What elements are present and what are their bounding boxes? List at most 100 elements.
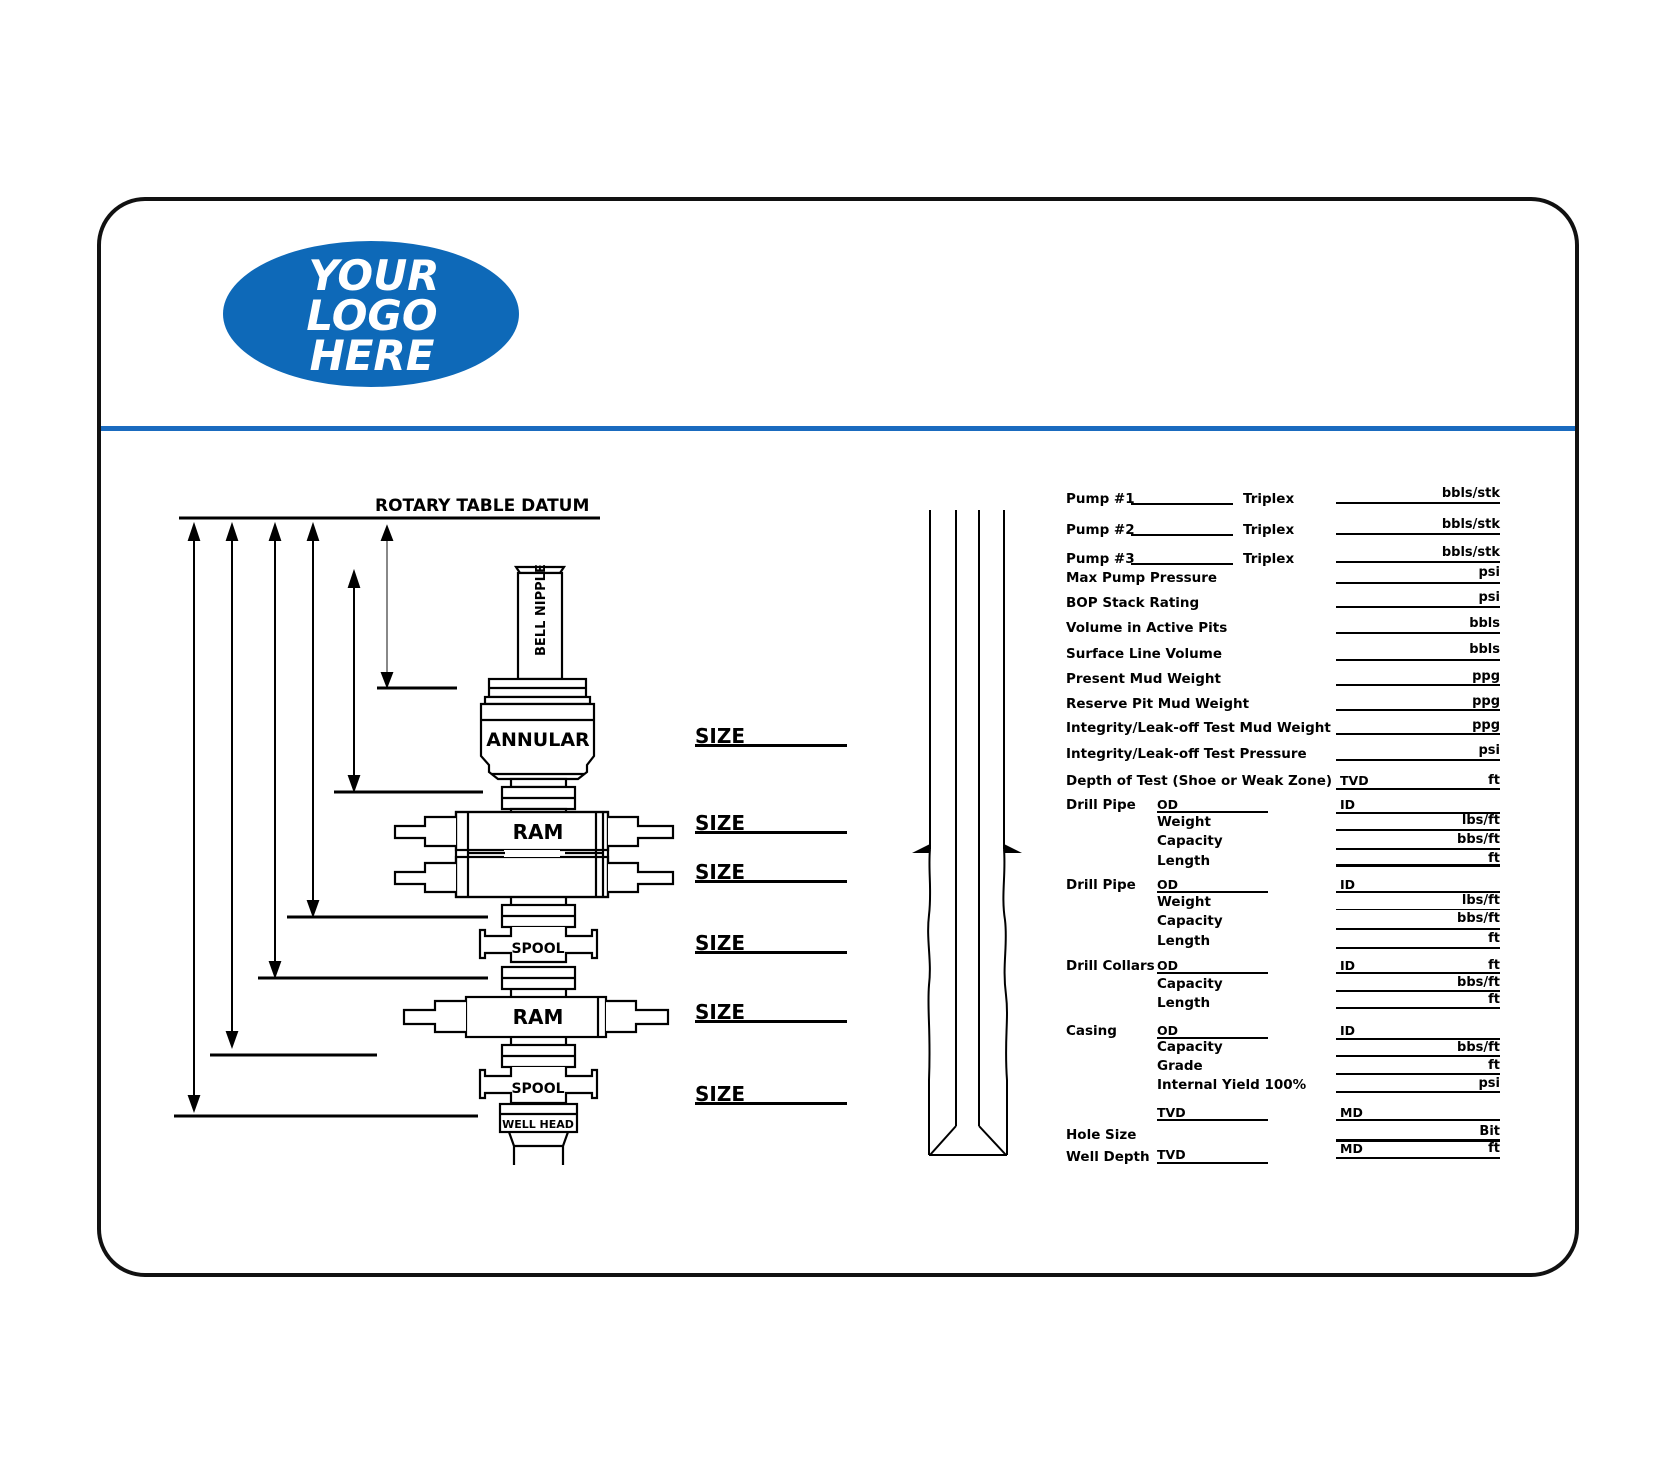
upper-ram-size-field[interactable] <box>695 831 847 834</box>
drill-pipe-1-capacity-unit: bbs/ft <box>1457 832 1500 847</box>
pump-1-unit: bbls/stk <box>1441 486 1500 501</box>
annular-size-field[interactable] <box>695 744 847 747</box>
casing-internal-yield-unit: psi <box>1478 1076 1501 1091</box>
drill-pipe-1-length-label: Length <box>1157 853 1211 869</box>
active-pits-volume-field[interactable] <box>1336 632 1500 634</box>
casing-id-label: ID <box>1340 1023 1356 1038</box>
drill-pipe-2-od-label: OD <box>1157 877 1179 892</box>
well-depth-tvd-label: TVD <box>1157 1147 1186 1162</box>
drill-collars-id-field[interactable] <box>1336 972 1500 974</box>
leakoff-pressure-unit: psi <box>1478 743 1501 758</box>
casing-tvd-field[interactable] <box>1157 1119 1268 1121</box>
leakoff-pressure-label: Integrity/Leak-off Test Pressure <box>1066 746 1307 762</box>
drill-collars-capacity-unit: bbs/ft <box>1457 975 1500 990</box>
drill-collars-length-field[interactable] <box>1336 1007 1500 1009</box>
pump-1-output-field[interactable] <box>1336 502 1500 504</box>
drill-pipe-2-od-field[interactable] <box>1157 891 1268 893</box>
pump-2-output-field[interactable] <box>1336 533 1500 535</box>
well-depth-unit: ft <box>1488 1141 1500 1156</box>
surface-line-volume-field[interactable] <box>1336 659 1500 661</box>
bop-stack-rating-label: BOP Stack Rating <box>1066 595 1200 611</box>
drill-collars-capacity-label: Capacity <box>1157 976 1223 992</box>
reserve-pit-mud-weight-label: Reserve Pit Mud Weight <box>1066 696 1250 712</box>
casing-od-label: OD <box>1157 1023 1179 1038</box>
pump-1-field[interactable] <box>1131 503 1233 505</box>
casing-id-field[interactable] <box>1336 1038 1500 1040</box>
casing-od-field[interactable] <box>1157 1037 1268 1039</box>
casing-internal-yield-label: Internal Yield 100% <box>1157 1077 1307 1093</box>
lower-ram-label: RAM <box>513 1005 564 1029</box>
drill-pipe-2-capacity-label: Capacity <box>1157 913 1223 929</box>
pump-3-field[interactable] <box>1131 563 1233 565</box>
bop-stack-rating-field[interactable] <box>1336 606 1500 608</box>
drill-pipe-1-capacity-field[interactable] <box>1336 848 1500 850</box>
leakoff-mud-weight-unit: ppg <box>1472 718 1500 733</box>
drill-collars-od-field[interactable] <box>1157 972 1268 974</box>
casing-grade-field[interactable] <box>1336 1073 1500 1075</box>
casing-capacity-label: Capacity <box>1157 1039 1223 1055</box>
upper-ram-label: RAM <box>513 820 564 844</box>
hole-size-field[interactable] <box>1336 1139 1500 1142</box>
annular-label: ANNULAR <box>486 729 590 751</box>
drill-pipe-1-id-label: ID <box>1340 797 1356 812</box>
pump-3-output-field[interactable] <box>1336 561 1500 563</box>
drill-pipe-2-id-label: ID <box>1340 877 1356 892</box>
pump-2-field[interactable] <box>1131 534 1233 536</box>
drill-pipe-1-label: Drill Pipe <box>1066 797 1136 813</box>
upper-spool-size-field[interactable] <box>695 951 847 954</box>
drill-collars-capacity-field[interactable] <box>1336 990 1500 992</box>
drill-pipe-2-length-field[interactable] <box>1336 947 1500 949</box>
drill-pipe-2-id-field[interactable] <box>1336 891 1500 893</box>
lower-spool-size-field[interactable] <box>695 1102 847 1105</box>
surface-line-volume-unit: bbls <box>1469 642 1500 657</box>
present-mud-weight-field[interactable] <box>1336 684 1500 686</box>
lower-upper-ram-size-field[interactable] <box>695 880 847 883</box>
depth-arrows <box>187 521 394 1113</box>
reserve-pit-mud-weight-unit: ppg <box>1472 694 1500 709</box>
logo-line-1: YOUR <box>308 251 439 300</box>
hole-size-unit: Bit <box>1479 1124 1500 1139</box>
logo-line-2: LOGO <box>306 291 437 340</box>
drill-pipe-2-capacity-field[interactable] <box>1336 928 1500 930</box>
pump-2-unit: bbls/stk <box>1441 517 1500 532</box>
lower-spool-label: SPOOL <box>511 1081 564 1097</box>
casing-internal-yield-field[interactable] <box>1336 1091 1500 1093</box>
drill-pipe-1-weight-unit: lbs/ft <box>1461 813 1500 828</box>
drill-pipe-1-weight-field[interactable] <box>1336 829 1500 831</box>
drill-collars-id-unit: ft <box>1488 958 1500 973</box>
pump-2-label: Pump #2 <box>1066 522 1135 538</box>
casing-capacity-unit: bbs/ft <box>1457 1040 1500 1055</box>
drill-pipe-1-od-label: OD <box>1157 797 1179 812</box>
drill-pipe-1-length-field[interactable] <box>1336 864 1500 867</box>
casing-md-label: MD <box>1340 1105 1363 1120</box>
drill-collars-length-label: Length <box>1157 995 1211 1011</box>
well-depth-tvd-field[interactable] <box>1157 1162 1268 1164</box>
wellbore-schematic <box>927 510 1008 1156</box>
well-depth-label: Well Depth <box>1066 1149 1150 1165</box>
leakoff-mud-weight-label: Integrity/Leak-off Test Mud Weight <box>1066 720 1331 736</box>
lower-ram-size-field[interactable] <box>695 1020 847 1023</box>
drill-pipe-1-od-field[interactable] <box>1157 811 1268 813</box>
drill-collars-od-label: OD <box>1157 958 1179 973</box>
reserve-pit-mud-weight-field[interactable] <box>1336 709 1500 711</box>
drill-pipe-1-id-field[interactable] <box>1336 812 1500 814</box>
pump-3-type: Triplex <box>1243 551 1295 567</box>
header-divider <box>101 426 1575 431</box>
drill-pipe-1-capacity-label: Capacity <box>1157 833 1223 849</box>
depth-of-test-field[interactable] <box>1336 788 1500 790</box>
max-pump-pressure-field[interactable] <box>1336 582 1500 584</box>
drill-pipe-1-weight-label: Weight <box>1157 814 1211 830</box>
depth-of-test-label: Depth of Test (Shoe or Weak Zone) <box>1066 773 1333 789</box>
drill-pipe-2-capacity-unit: bbs/ft <box>1457 911 1500 926</box>
drill-pipe-2-weight-field[interactable] <box>1336 909 1500 910</box>
casing-md-field[interactable] <box>1336 1119 1500 1121</box>
leakoff-mud-weight-field[interactable] <box>1336 733 1500 735</box>
casing-grade-unit: ft <box>1488 1058 1500 1073</box>
pump-1-label: Pump #1 <box>1066 491 1135 507</box>
casing-label: Casing <box>1066 1023 1117 1039</box>
well-depth-md-field[interactable] <box>1336 1157 1500 1159</box>
casing-capacity-field[interactable] <box>1336 1055 1500 1057</box>
hole-size-label: Hole Size <box>1066 1127 1137 1143</box>
leakoff-pressure-field[interactable] <box>1336 759 1500 761</box>
